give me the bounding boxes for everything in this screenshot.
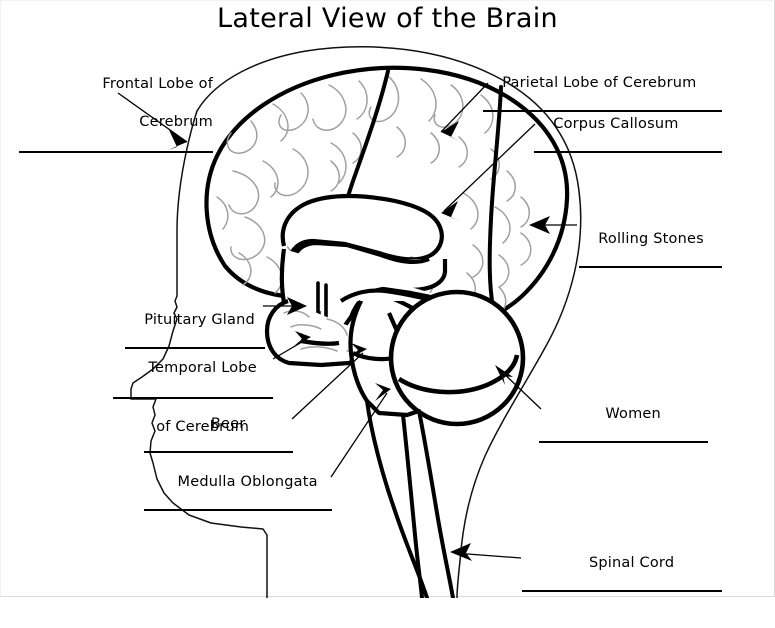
label-medulla-oblongata-text: Medulla Oblongata: [177, 474, 318, 490]
label-corpus-callosum: Corpus Callosum: [534, 97, 722, 189]
label-frontal-lobe-line1: Frontal Lobe of: [102, 76, 213, 92]
page-title: Lateral View of the Brain: [217, 3, 558, 34]
arrowhead-temporal-lobe: [293, 331, 311, 347]
leader-parietal-lobe: [440, 82, 489, 133]
label-women-rule: [539, 441, 708, 443]
arrowhead-pituitary: [287, 297, 307, 315]
label-spinal-cord-rule: [522, 590, 722, 592]
brain-diagram-canvas: [117, 46, 582, 598]
label-spinal-cord-text: Spinal Cord: [588, 555, 675, 571]
label-parietal-lobe-rule: [483, 110, 722, 112]
leader-frontal-lobe: [117, 92, 188, 143]
label-corpus-callosum-text: Corpus Callosum: [553, 116, 679, 132]
leader-beer: [291, 352, 364, 420]
label-temporal-lobe-line2: of Cerebrum: [156, 419, 250, 435]
arrowhead-medulla: [375, 383, 391, 401]
label-women: Women: [539, 387, 708, 479]
label-rolling-stones: Rolling Stones: [579, 212, 722, 304]
label-pituitary-gland-rule: [125, 347, 265, 349]
label-temporal-lobe-line1: Temporal Lobe: [148, 360, 257, 376]
label-beer-text: Beer: [210, 416, 246, 432]
label-rolling-stones-text: Rolling Stones: [598, 231, 704, 247]
leader-corpus-callosum: [443, 123, 536, 212]
label-temporal-lobe-of-cerebrum: Temporal Lobe of Cerebrum: [113, 340, 273, 456]
arrowhead-rolling-stones: [529, 216, 550, 234]
arrowhead-parietal-lobe: [441, 121, 460, 141]
cerebellum-shape: [388, 289, 526, 427]
arrowheads: [168, 121, 550, 561]
label-pituitary-gland: Pituitary Gland: [125, 293, 265, 385]
label-beer-rule: [144, 451, 293, 453]
arrowhead-corpus-callosum: [441, 201, 460, 221]
arrowhead-women: [495, 365, 513, 385]
leader-medulla: [330, 392, 388, 478]
label-frontal-lobe-line2: Cerebrum: [139, 114, 213, 130]
label-medulla-oblongata: Medulla Oblongata: [144, 455, 332, 547]
label-rolling-stones-rule: [579, 266, 722, 268]
diagram-frame: Lateral View of the Brain: [0, 0, 775, 598]
arrowhead-frontal-lobe: [168, 130, 187, 150]
label-pituitary-gland-text: Pituitary Gland: [144, 312, 255, 328]
label-temporal-lobe-rule: [113, 397, 273, 399]
label-corpus-callosum-rule: [534, 151, 722, 153]
label-parietal-lobe-text: Parietal Lobe of Cerebrum: [502, 75, 697, 91]
gyri-sulci-pattern: [216, 76, 532, 316]
label-beer: Beer: [144, 397, 293, 489]
medulla-spinal-cord-shape: [365, 399, 455, 598]
label-women-text: Women: [605, 406, 661, 422]
label-frontal-lobe-rule: [19, 151, 213, 153]
parieto-occipital-divider: [487, 85, 503, 309]
label-spinal-cord: Spinal Cord: [522, 536, 722, 628]
arrowhead-spinal-cord: [450, 543, 472, 561]
temporal-lobe-shape: [264, 298, 368, 368]
label-parietal-lobe-of-cerebrum: Parietal Lobe of Cerebrum: [483, 56, 722, 148]
label-frontal-lobe-of-cerebrum: Frontal Lobe of Cerebrum: [19, 56, 213, 191]
label-medulla-oblongata-rule: [144, 509, 332, 511]
arrowhead-beer: [349, 343, 367, 359]
